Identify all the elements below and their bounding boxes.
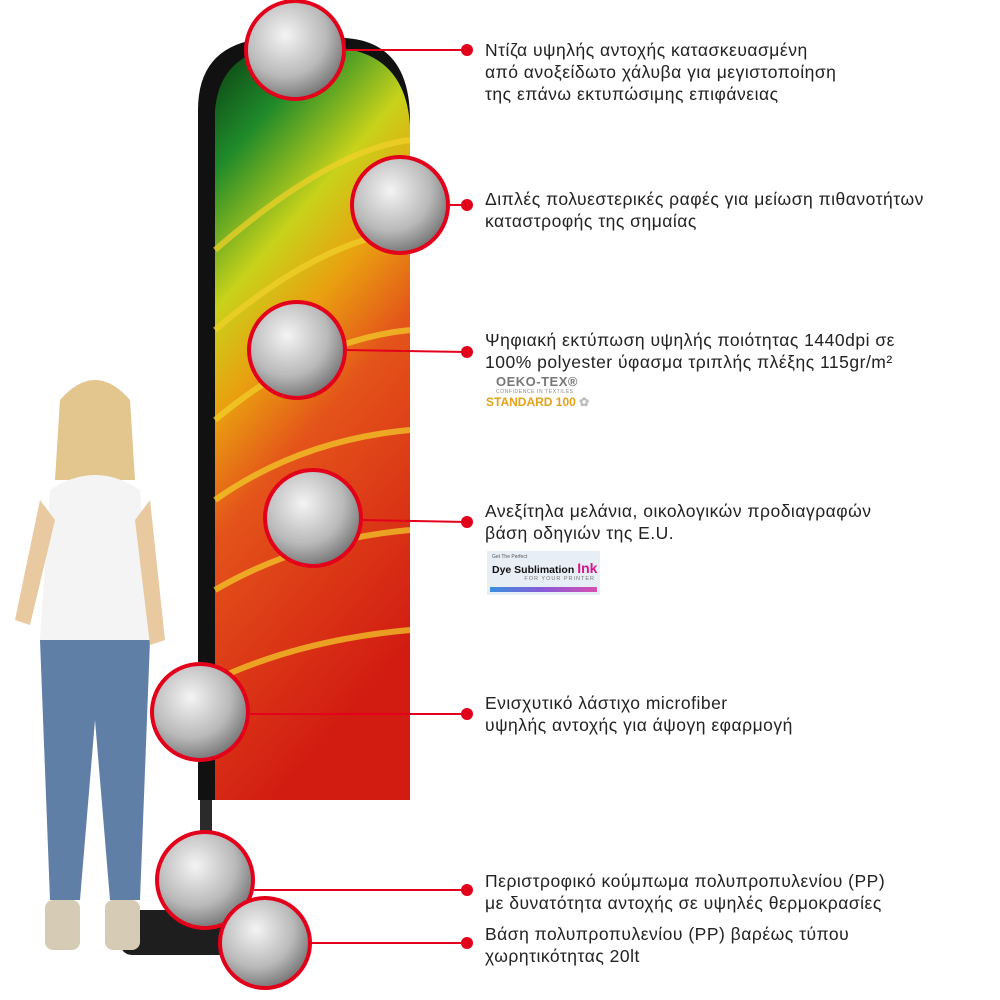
feature-text-line: Ντίζα υψηλής αντοχής κατασκευασμένη: [485, 40, 808, 60]
feature-text-line: υψηλής αντοχής για άψογη εφαρμογή: [485, 715, 793, 735]
oeko-tex-standard: STANDARD 100 ✿: [486, 395, 590, 409]
zoom-circles: [150, 0, 450, 990]
feature-text-line: καταστροφής της σημαίας: [485, 211, 697, 231]
feature-text-line: με δυνατότητα αντοχής σε υψηλές θερμοκρα…: [485, 893, 882, 913]
model-person: [15, 380, 165, 950]
feature-base: Βάση πολυπροπυλενίου (PP) βαρέως τύπου χ…: [485, 923, 849, 967]
ink-logo-bar: [490, 587, 597, 592]
dye-sublimation-ink-logo: Get The Perfect Dye Sublimation Ink FOR …: [487, 551, 600, 595]
feature-text-line: Ενισχυτικό λάστιχο microfiber: [485, 693, 728, 713]
oeko-tex-name: OEKO-TEX®: [496, 374, 578, 389]
feature-microfiber: Ενισχυτικό λάστιχο microfiber υψηλής αντ…: [485, 692, 793, 736]
flower-icon: ✿: [579, 395, 590, 409]
feature-rotating-clip: Περιστροφικό κούμπωμα πολυπροπυλενίου (P…: [485, 870, 885, 914]
feature-text-line: Ψηφιακή εκτύπωση υψηλής ποιότητας 1440dp…: [485, 330, 895, 350]
oeko-tex-logo: OEKO-TEX® CONFIDENCE IN TEXTILES STANDAR…: [486, 374, 589, 409]
feature-text-line: της επάνω εκτυπώσιμης επιφάνειας: [485, 84, 779, 104]
feature-text-line: από ανοξείδωτο χάλυβα για μεγιστοποίηση: [485, 62, 837, 82]
feature-text-line: Περιστροφικό κούμπωμα πολυπροπυλενίου (P…: [485, 871, 886, 891]
callout-lines: [248, 49, 468, 944]
oeko-tex-tagline: CONFIDENCE IN TEXTILES: [496, 389, 574, 395]
feature-digital-print: Ψηφιακή εκτύπωση υψηλής ποιότητας 1440dp…: [485, 329, 895, 373]
feature-tension-rod: Ντίζα υψηλής αντοχής κατασκευασμένη από …: [485, 39, 836, 105]
feature-text-line: Ανεξίτηλα μελάνια, οικολογικών προδιαγρα…: [485, 501, 872, 521]
feature-inks: Ανεξίτηλα μελάνια, οικολογικών προδιαγρα…: [485, 500, 872, 544]
callout-dots: [461, 44, 473, 949]
feature-text-line: βάση οδηγιών της E.U.: [485, 523, 675, 543]
feature-text-line: 100% polyester ύφασμα τριπλής πλέξης 115…: [485, 352, 893, 372]
ink-logo-sub: FOR YOUR PRINTER: [524, 576, 595, 582]
feature-double-stitching: Διπλές πολυεστερικές ραφές για μείωση πι…: [485, 188, 924, 232]
ink-logo-main: Dye Sublimation Ink: [492, 560, 598, 576]
ink-logo-pre: Get The Perfect: [492, 554, 528, 560]
feature-text-line: Διπλές πολυεστερικές ραφές για μείωση πι…: [485, 189, 924, 209]
feature-text-line: Βάση πολυπροπυλενίου (PP) βαρέως τύπου: [485, 924, 850, 944]
feature-text-line: χωρητικότητας 20lt: [485, 946, 640, 966]
